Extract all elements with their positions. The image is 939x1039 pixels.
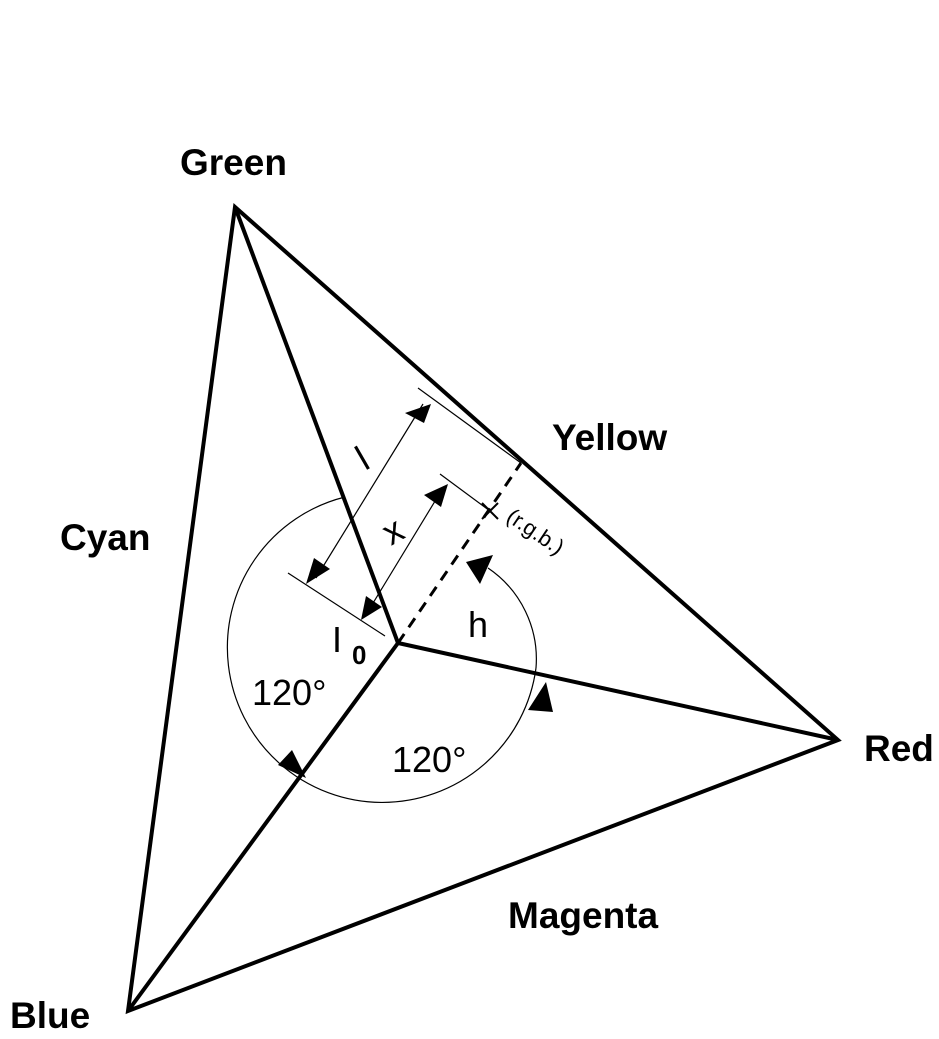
spoke-to-red bbox=[397, 641, 839, 742]
cyan-label: Cyan bbox=[60, 517, 150, 558]
hue-label: h bbox=[468, 604, 488, 645]
hue-arc bbox=[487, 567, 537, 669]
yellow-label: Yellow bbox=[552, 417, 667, 458]
hue-arrow-head bbox=[466, 555, 493, 584]
outer-triangle bbox=[125, 203, 842, 1015]
l-arrow-top bbox=[405, 404, 431, 423]
dashed-hue-line bbox=[396, 462, 523, 644]
l-dimension-line bbox=[315, 403, 424, 579]
angle-left-label: 120° bbox=[252, 672, 326, 713]
spoke-to-blue bbox=[126, 641, 400, 1013]
blue-label: Blue bbox=[10, 995, 90, 1036]
x-dimension-line bbox=[366, 487, 444, 614]
angle-bottom-arrow-head bbox=[528, 682, 553, 712]
x-extension-top bbox=[439, 473, 491, 512]
green-label: Green bbox=[180, 142, 287, 183]
l-extension-top bbox=[417, 387, 522, 464]
l-label: l bbox=[349, 438, 376, 478]
rgb-point-cross-b bbox=[481, 502, 499, 520]
l-extension-bottom bbox=[287, 572, 386, 637]
angle-arc bbox=[226, 496, 537, 803]
spoke-to-green bbox=[233, 206, 400, 644]
x-arrow-top bbox=[424, 484, 448, 507]
magenta-label: Magenta bbox=[508, 895, 659, 936]
intensity-subscript: 0 bbox=[352, 640, 366, 670]
red-label: Red bbox=[864, 728, 934, 769]
angle-left-arrow-head bbox=[278, 750, 306, 778]
angle-bottom-label: 120° bbox=[392, 739, 466, 780]
intensity-label: I bbox=[332, 619, 342, 660]
l-arrow-bottom bbox=[306, 558, 330, 584]
rgb-point-label: (r.g.b.) bbox=[502, 503, 569, 559]
x-arrow-bottom bbox=[361, 596, 382, 620]
x-label: x bbox=[375, 508, 411, 553]
